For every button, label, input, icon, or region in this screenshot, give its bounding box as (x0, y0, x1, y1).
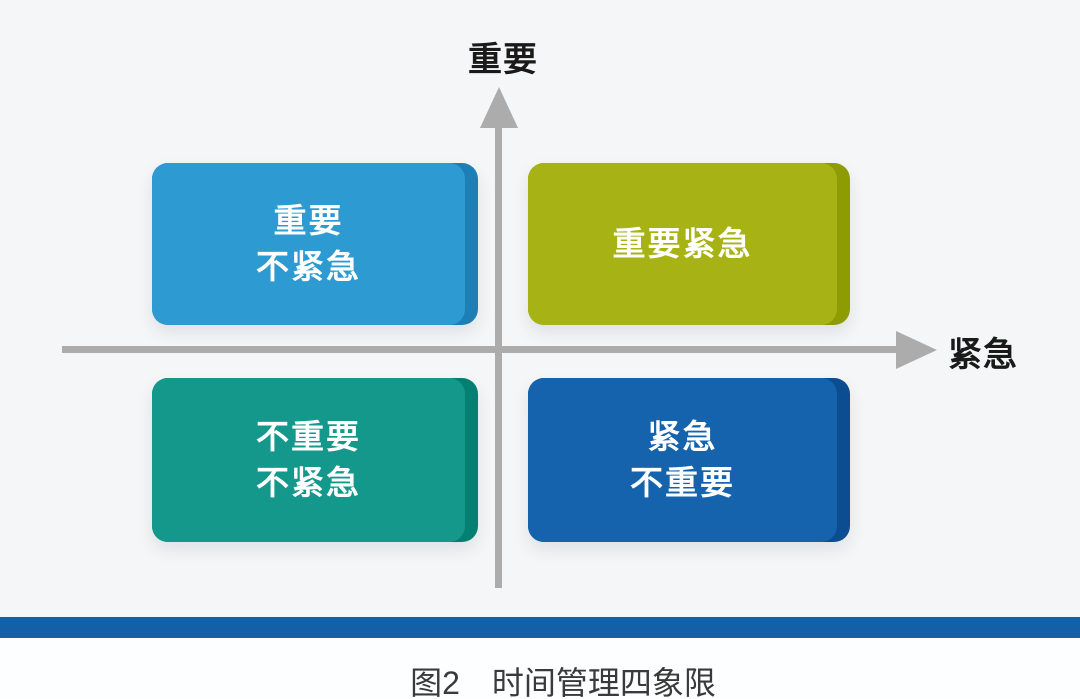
x-axis-arrow-right-icon (896, 331, 937, 369)
x-axis-line (62, 346, 898, 353)
quadrant-important-not-urgent: 重要 不紧急 (152, 163, 478, 325)
quadrant-face: 不重要 不紧急 (152, 378, 465, 542)
quadrant-urgent-not-important: 紧急 不重要 (528, 378, 850, 542)
y-axis-label: 重要 (468, 41, 538, 79)
quadrant-label-line1: 重要 (273, 202, 344, 239)
quadrant-not-important-not-urgent: 不重要 不紧急 (152, 378, 478, 542)
quadrant-label-line2: 不紧急 (256, 464, 361, 501)
figure-caption: 图2 时间管理四象限 (23, 658, 1080, 699)
quadrant-label-line1: 紧急 (647, 418, 718, 455)
quadrant-label-line1: 重要紧急 (612, 225, 753, 262)
footer-divider-bar (0, 617, 1080, 638)
quadrant-important-urgent: 重要紧急 (528, 163, 850, 325)
quadrant-label-line2: 不重要 (630, 464, 735, 501)
quadrant-face: 重要紧急 (528, 163, 837, 325)
y-axis-arrow-up-icon (480, 87, 518, 128)
x-axis-label: 紧急 (948, 336, 1018, 374)
y-axis-line (495, 124, 502, 588)
quadrant-label-line2: 不紧急 (256, 248, 361, 285)
quadrant-label-line1: 不重要 (256, 418, 361, 455)
quadrant-face: 紧急 不重要 (528, 378, 837, 542)
figure-title: 时间管理四象限 (491, 665, 716, 699)
quadrant-face: 重要 不紧急 (152, 163, 465, 325)
lower-background (0, 638, 1080, 699)
figure-label: 图2 (410, 665, 460, 699)
